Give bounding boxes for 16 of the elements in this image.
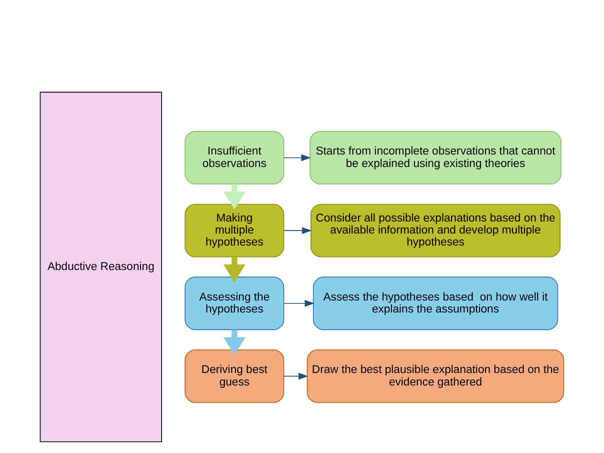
arrow <box>223 257 246 282</box>
node-box: Consider all possible explanations based on the available information and develop multiple hypotheses <box>310 204 561 258</box>
node-box: Deriving best guess <box>184 350 284 403</box>
node-box: Making multiple hypotheses <box>184 204 284 258</box>
arrow <box>284 300 314 307</box>
arrow <box>223 184 246 210</box>
arrow <box>284 154 311 162</box>
node-box: Assess the hypotheses based on how well it explains the assumptions <box>312 276 558 330</box>
node-box: Starts from incomplete observations that cannot be explained using existing theories <box>310 131 562 184</box>
arrow <box>284 372 308 380</box>
node-box: Draw the best plausible explanation based on the evidence gathered <box>306 350 564 403</box>
arrow <box>223 330 246 356</box>
node-box: Insufficient observations <box>184 131 284 184</box>
node-box: Abductive Reasoning <box>40 92 162 442</box>
node-box: Assessing the hypotheses <box>184 276 284 330</box>
arrow <box>284 227 312 234</box>
